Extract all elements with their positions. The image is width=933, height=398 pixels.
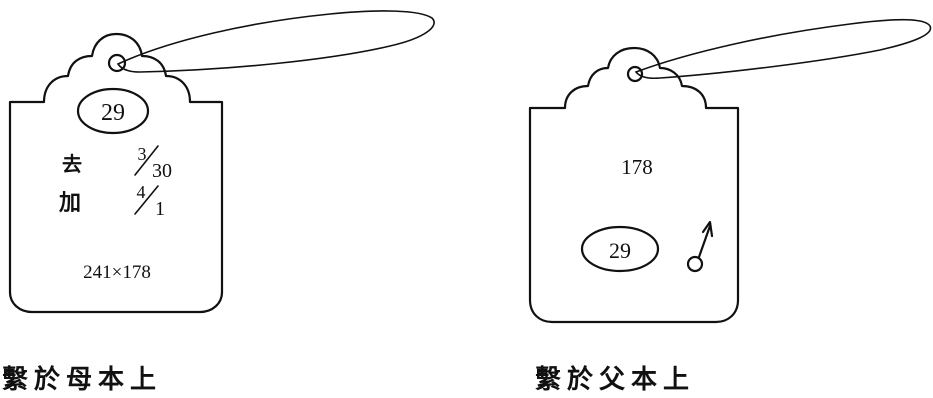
mother-tag-row1-denominator: 30 <box>152 160 172 182</box>
mother-tag-row2-char: 加 <box>58 190 81 216</box>
father-tag-outline <box>528 46 740 324</box>
mother-tag-row2-slash <box>134 185 159 215</box>
father-tag: 178 29 <box>528 18 932 324</box>
mother-tag-row1-numerator: 3 <box>138 144 147 164</box>
father-tag-number-oval <box>580 225 660 273</box>
mother-tag-row1-char: 去 <box>62 152 82 176</box>
mother-tag-cross: 241×178 <box>83 262 151 283</box>
mother-tag-outline <box>8 32 224 314</box>
mother-tag-row1-slash <box>134 145 159 176</box>
father-tag-string <box>634 18 932 80</box>
male-symbol-icon <box>686 220 714 273</box>
father-tag-number: 29 <box>609 238 631 263</box>
mother-tag-row2-numerator: 4 <box>137 182 146 202</box>
mother-tag-number: 29 <box>101 100 125 126</box>
mother-tag-caption: 繫於母本上 <box>2 364 162 395</box>
mother-tag: 29 去 3 30 加 4 1 241×178 <box>8 10 435 314</box>
mother-tag-eyelet <box>107 53 127 73</box>
father-tag-eyelet <box>626 65 644 83</box>
mother-tag-string <box>116 10 435 73</box>
father-tag-caption: 繫於父本上 <box>535 364 695 395</box>
father-tag-plant: 178 <box>621 155 653 179</box>
mother-tag-row2-denominator: 1 <box>155 198 165 220</box>
mother-tag-number-oval <box>76 87 150 135</box>
